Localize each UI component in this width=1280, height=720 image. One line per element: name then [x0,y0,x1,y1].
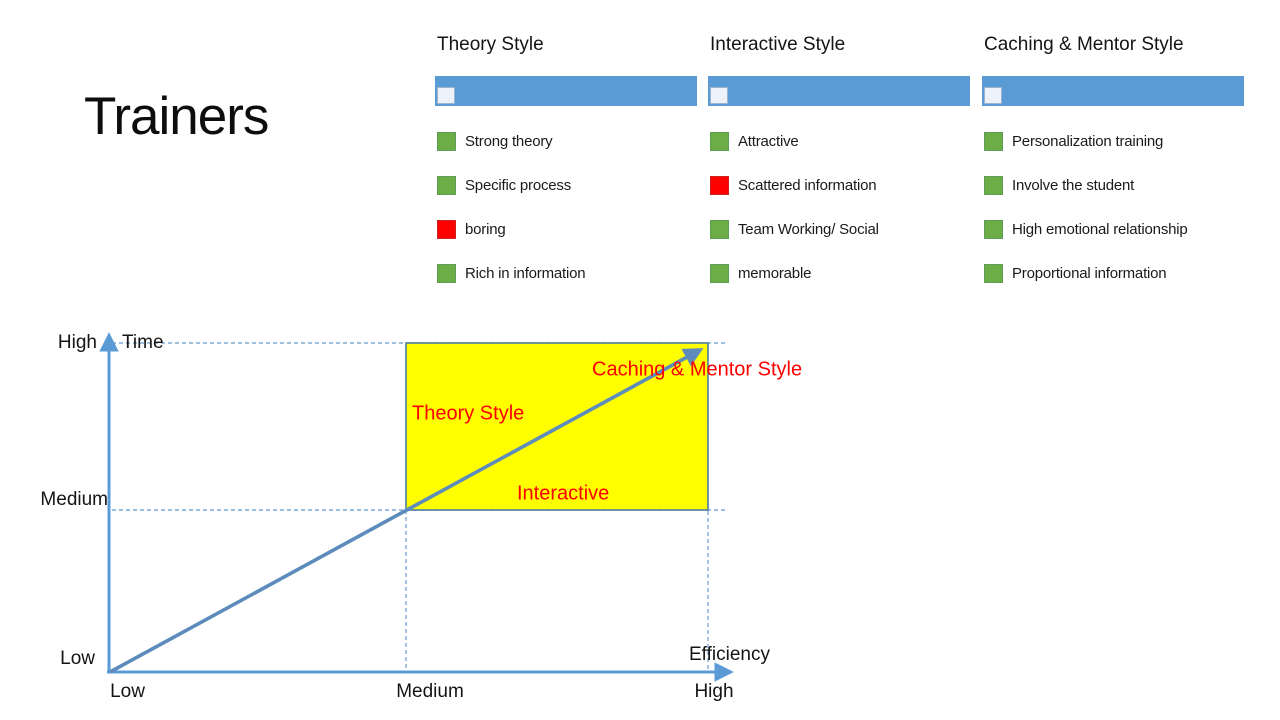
bullet-square-icon [984,175,1003,195]
efficiency-time-chart: High Time Medium Low Low Medium High Eff… [0,320,1280,720]
list-item-label: Team Working/ Social [738,220,879,238]
bullet-list: Strong theory Specific process boring Ri… [437,119,697,295]
list-item-label: Scattered information [738,176,877,194]
bullet-square-icon [984,263,1003,283]
y-axis-title: Time [122,332,164,353]
column-header: Interactive Style [710,34,846,55]
list-item: Involve the student [984,163,1244,207]
region-label-interactive: Interactive [517,482,610,505]
chart-canvas [99,332,734,682]
header-bar [708,76,970,106]
bullet-square-icon [710,175,729,195]
list-item-label: memorable [738,264,812,282]
x-tick-low: Low [110,681,145,702]
bullet-list: Attractive Scattered information Team Wo… [710,119,970,295]
bullet-square-icon [710,219,729,239]
trend-arrow [109,348,704,674]
bullet-square-icon [437,263,456,283]
bullet-square-icon [437,131,456,151]
header-bar [435,76,697,106]
y-tick-medium: Medium [40,489,108,510]
bullet-square-icon [710,131,729,151]
list-item: Scattered information [710,163,970,207]
list-item: Rich in information [437,251,697,295]
page-title: Trainers [84,87,269,146]
x-axis-title: Efficiency [689,644,770,665]
list-item-label: Rich in information [465,264,586,282]
list-item-label: High emotional relationship [1012,220,1188,238]
list-item: Specific process [437,163,697,207]
bullet-square-icon [984,219,1003,239]
column-header: Caching & Mentor Style [984,34,1184,55]
y-tick-high: High [57,332,97,353]
list-item: boring [437,207,697,251]
bar-corner-chip [984,87,1002,104]
list-item-label: boring [465,220,506,238]
list-item-label: Involve the student [1012,176,1135,194]
bullet-list: Personalization training Involve the stu… [984,119,1244,295]
bullet-square-icon [984,131,1003,151]
column-header: Theory Style [437,34,544,55]
bar-corner-chip [710,87,728,104]
list-item: High emotional relationship [984,207,1244,251]
region-label-theory-style: Theory Style [412,402,525,425]
y-tick-low: Low [60,648,95,669]
list-item: Strong theory [437,119,697,163]
bar-corner-chip [437,87,455,104]
list-item: memorable [710,251,970,295]
bullet-square-icon [710,263,729,283]
x-tick-medium: Medium [396,681,464,702]
list-item-label: Personalization training [1012,132,1164,150]
header-bar [982,76,1244,106]
list-item: Team Working/ Social [710,207,970,251]
bullet-square-icon [437,175,456,195]
list-item: Attractive [710,119,970,163]
bullet-square-icon [437,219,456,239]
list-item-label: Strong theory [465,132,553,150]
list-item: Personalization training [984,119,1244,163]
list-item-label: Specific process [465,176,572,194]
list-item: Proportional information [984,251,1244,295]
x-tick-high: High [694,681,734,702]
region-label-caching-mentor: Caching & Mentor Style [592,358,803,381]
list-item-label: Proportional information [1012,264,1167,282]
list-item-label: Attractive [738,132,799,150]
